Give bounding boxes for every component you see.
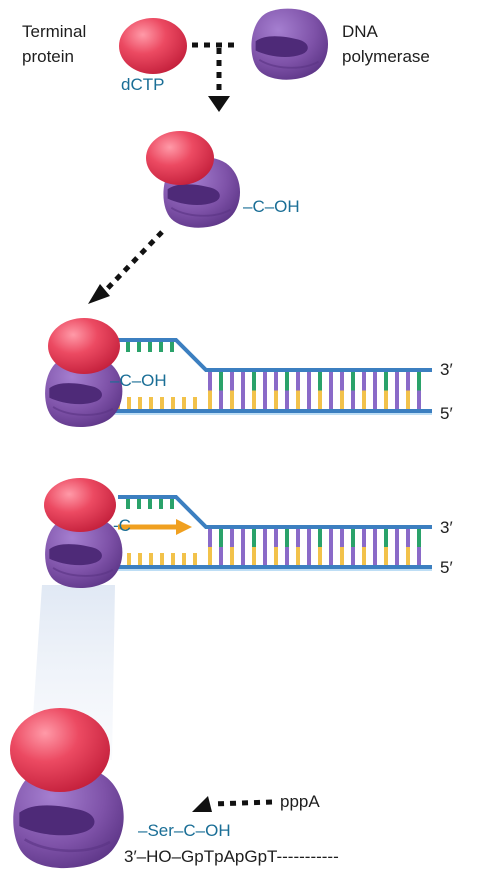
c-oh-label: –C–OH bbox=[243, 197, 300, 216]
terminal-protein-shape-4 bbox=[44, 478, 116, 532]
dna-polymerase-label-line2: polymerase bbox=[342, 47, 430, 66]
three-prime-label-b: 3′ bbox=[440, 518, 453, 537]
terminal-protein-shape-5 bbox=[10, 708, 110, 792]
terminal-protein-label-line2: protein bbox=[22, 47, 74, 66]
terminal-protein-shape-2 bbox=[146, 131, 214, 185]
dna-duplex-stage4 bbox=[110, 495, 432, 571]
top-strand bbox=[118, 338, 432, 372]
c-label: -C bbox=[113, 516, 131, 535]
terminal-protein-label-line1: Terminal bbox=[22, 22, 86, 41]
bind-arrow bbox=[88, 230, 164, 304]
dctp-label: dCTP bbox=[121, 75, 164, 94]
pppa-arrow bbox=[192, 796, 273, 812]
dna-polymerase-label-line1: DNA bbox=[342, 22, 379, 41]
terminal-protein-shape bbox=[119, 18, 187, 74]
dna-duplex-stage3 bbox=[110, 338, 432, 415]
terminal-protein-shape-3 bbox=[48, 318, 120, 374]
top-strand bbox=[118, 495, 432, 529]
combine-arrow bbox=[192, 42, 240, 112]
five-prime-label-a: 5′ bbox=[440, 404, 453, 423]
five-prime-label-b: 5′ bbox=[440, 558, 453, 577]
ser-c-oh-label: –Ser–C–OH bbox=[138, 821, 231, 840]
three-prime-label-a: 3′ bbox=[440, 360, 453, 379]
sequence-label: 3′–HO–GpTpApGpT----------- bbox=[124, 847, 339, 866]
dna-polymerase-shape bbox=[250, 8, 329, 81]
synthesis-arrow bbox=[118, 519, 192, 535]
c-oh-strand-label: –C–OH bbox=[110, 371, 167, 390]
pppa-label: pppA bbox=[280, 792, 320, 811]
